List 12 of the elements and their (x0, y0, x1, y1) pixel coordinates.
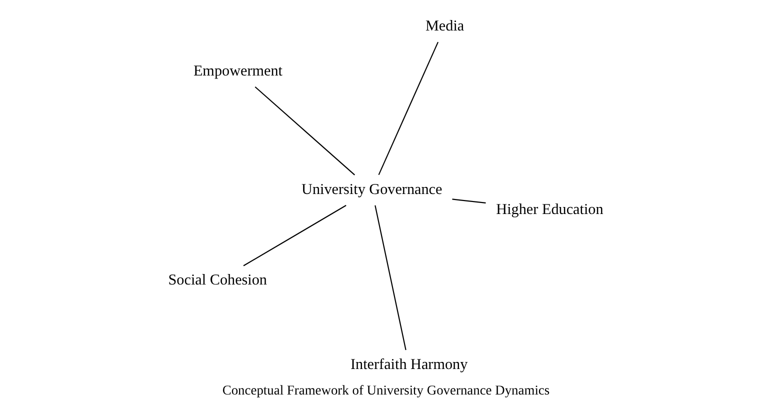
node-text: Higher Education (496, 202, 604, 218)
caption: Conceptual Framework of University Governance Dynamics (222, 382, 550, 398)
connector (243, 204, 346, 266)
connector (378, 42, 439, 176)
connector (374, 205, 406, 350)
node-text: Empowerment (193, 63, 282, 80)
node-text: University Governance (302, 182, 442, 198)
connector (254, 86, 356, 176)
connector (452, 198, 486, 204)
node-text: Media (426, 18, 464, 35)
node-text: Social Cohesion (168, 272, 268, 289)
node-text: Interfaith Harmony (350, 356, 468, 373)
